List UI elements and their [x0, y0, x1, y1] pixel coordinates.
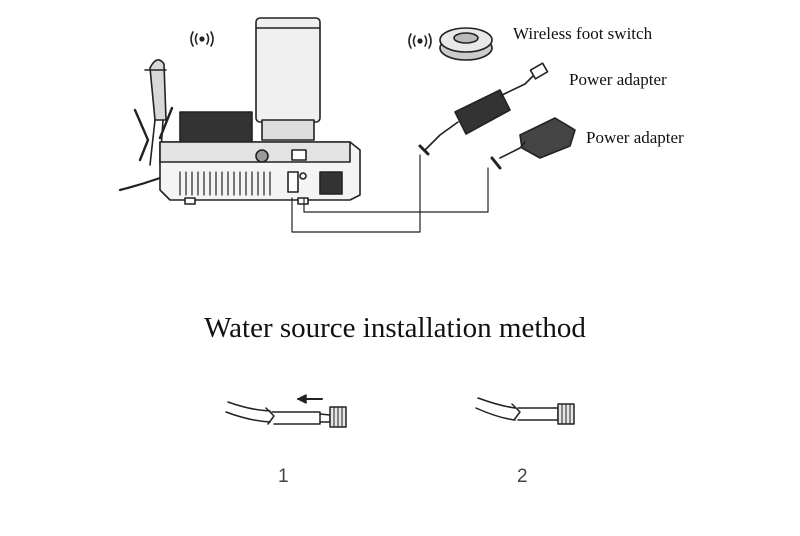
water-bottle [255, 17, 321, 141]
label-power-adapter-top: Power adapter [569, 70, 667, 89]
power-adapter-top [418, 62, 549, 156]
connection-cable [291, 154, 421, 233]
step-1-illustration [225, 394, 347, 428]
section-title: Water source installation method [204, 312, 586, 344]
power-adapter-bottom [490, 117, 576, 170]
label-wireless-foot-switch: Wireless foot switch [513, 24, 653, 43]
connection-cable [303, 167, 489, 213]
step-number-2: 2 [517, 466, 528, 487]
wireless-foot-switch [439, 27, 493, 61]
step-2-illustration [475, 397, 575, 425]
step-number-1: 1 [278, 466, 289, 487]
label-power-adapter-bottom: Power adapter [586, 128, 684, 147]
wireless-signal-icon [190, 31, 214, 47]
wireless-signal-icon [408, 33, 432, 49]
scaler-unit [159, 111, 361, 205]
